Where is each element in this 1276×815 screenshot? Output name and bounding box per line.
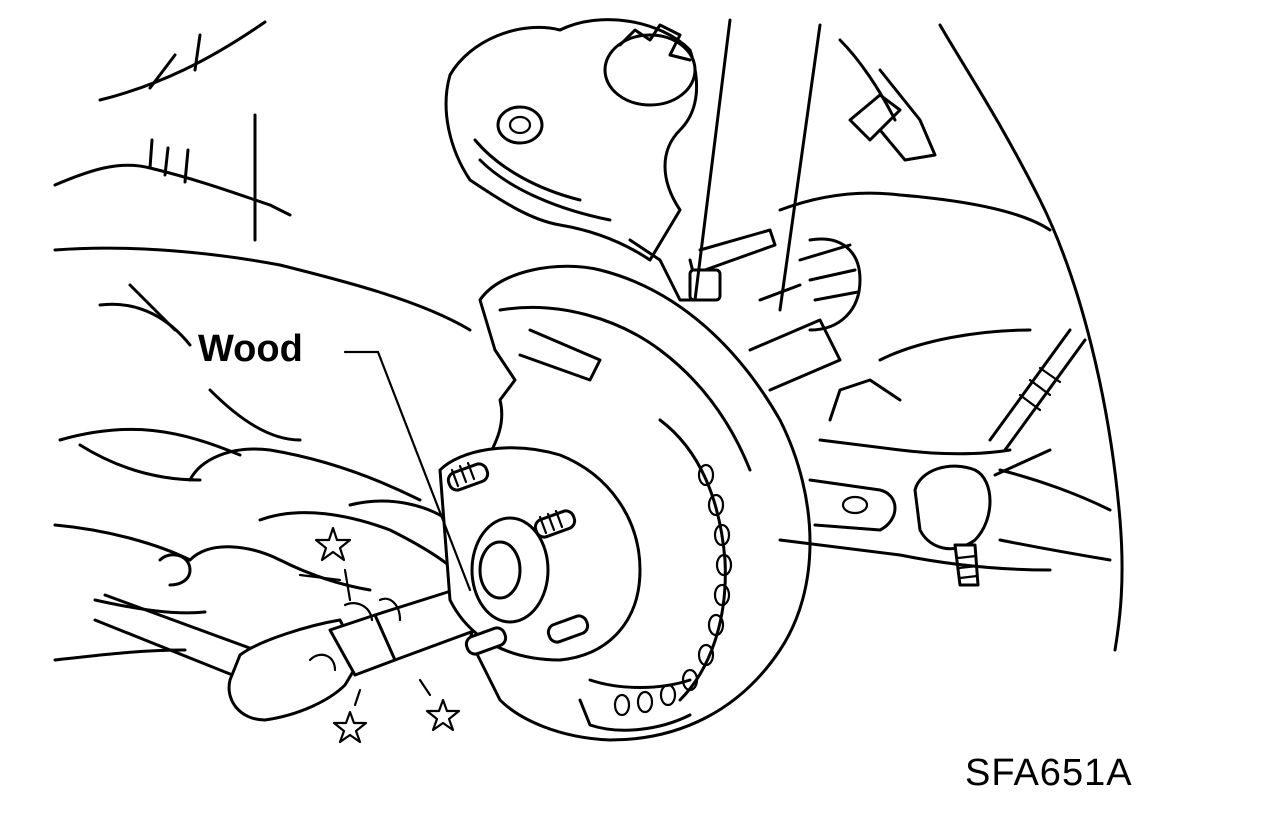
steering-knuckle — [444, 18, 777, 302]
wood-callout-leader — [343, 350, 472, 592]
figure-code: SFA651A — [965, 752, 1133, 794]
tie-rod — [808, 328, 1087, 587]
wheel-hub — [438, 446, 642, 662]
wood-callout-label: Wood — [198, 328, 303, 370]
drift-tool — [93, 583, 492, 722]
rotor-vent-holes — [613, 463, 733, 717]
background-foliage-lines — [53, 20, 292, 242]
background-body-lines — [778, 328, 1112, 572]
strut-assembly — [693, 18, 1124, 652]
impact-marks — [298, 526, 461, 744]
